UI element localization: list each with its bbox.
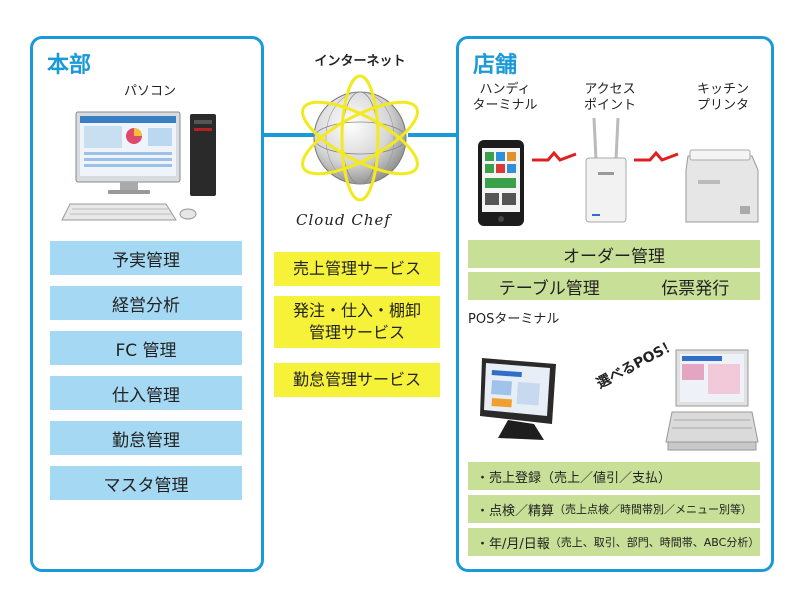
service-sales: 売上管理サービス — [274, 252, 440, 286]
pc-label: パソコン — [123, 84, 176, 99]
service-attendance: 勤怠管理サービス — [274, 363, 440, 397]
pos-terminal-icon-2 — [665, 349, 759, 451]
pos-terminal-label: POSターミナル — [468, 312, 560, 327]
pos-feature-sales-entry: ・売上登録（売上／値引／支払） — [468, 462, 760, 490]
connector-right — [408, 133, 456, 137]
order-management-label: オーダー管理 — [563, 246, 665, 267]
slip-issue-label: 伝票発行 — [661, 278, 730, 299]
order-management: オーダー管理 — [468, 240, 760, 268]
pos-feature-reports-main: ・年/月/日報 — [476, 536, 550, 552]
hq-title: 本部 — [47, 53, 92, 78]
pos-feature-inspection: ・点検／精算 （売上点検／時間帯別／メニュー別等） — [468, 495, 760, 523]
table-and-slip-bar: テーブル管理 伝票発行 — [468, 272, 760, 300]
hq-item-fc: FC 管理 — [50, 331, 242, 365]
wireless-signal-icon-1 — [532, 150, 577, 162]
hq-item-attendance: 勤怠管理 — [50, 421, 242, 455]
service-ordering: 発注・仕入・棚卸 管理サービス — [274, 296, 440, 348]
device-ap-label: アクセス ポイント — [583, 82, 636, 113]
device-handy-label: ハンディ ターミナル — [472, 82, 538, 113]
kitchen-printer-icon — [685, 149, 759, 223]
pos-feature-inspection-main: ・点検／精算 — [476, 503, 555, 519]
pos-terminal-icon-1 — [480, 358, 556, 440]
pos-feature-inspection-note: （売上点検／時間帯別／メニュー別等） — [554, 503, 753, 516]
pos-feature-sales-entry-main: ・売上登録（売上／値引／支払） — [476, 470, 672, 486]
internet-label: インターネット — [314, 54, 406, 69]
access-point-icon — [585, 117, 627, 223]
globe-icon — [301, 74, 419, 202]
handy-terminal-icon — [478, 140, 524, 226]
wireless-signal-icon-2 — [634, 150, 679, 162]
hq-item-analysis: 経営分析 — [50, 286, 242, 320]
pc-illustration — [61, 111, 216, 221]
hq-item-budget: 予実管理 — [50, 241, 242, 275]
hq-item-purchasing: 仕入管理 — [50, 376, 242, 410]
pos-feature-reports-note: （売上、取引、部門、時間帯、ABC分析） — [549, 536, 760, 549]
store-title: 店舗 — [473, 53, 518, 78]
table-management-label: テーブル管理 — [498, 278, 600, 299]
hq-item-master: マスタ管理 — [50, 466, 242, 500]
pos-feature-reports: ・年/月/日報 （売上、取引、部門、時間帯、ABC分析） — [468, 528, 760, 556]
cloud-chef-logo: Cloud Chef — [296, 211, 391, 229]
connector-left — [264, 133, 320, 137]
device-printer-label: キッチン プリンタ — [696, 82, 749, 113]
